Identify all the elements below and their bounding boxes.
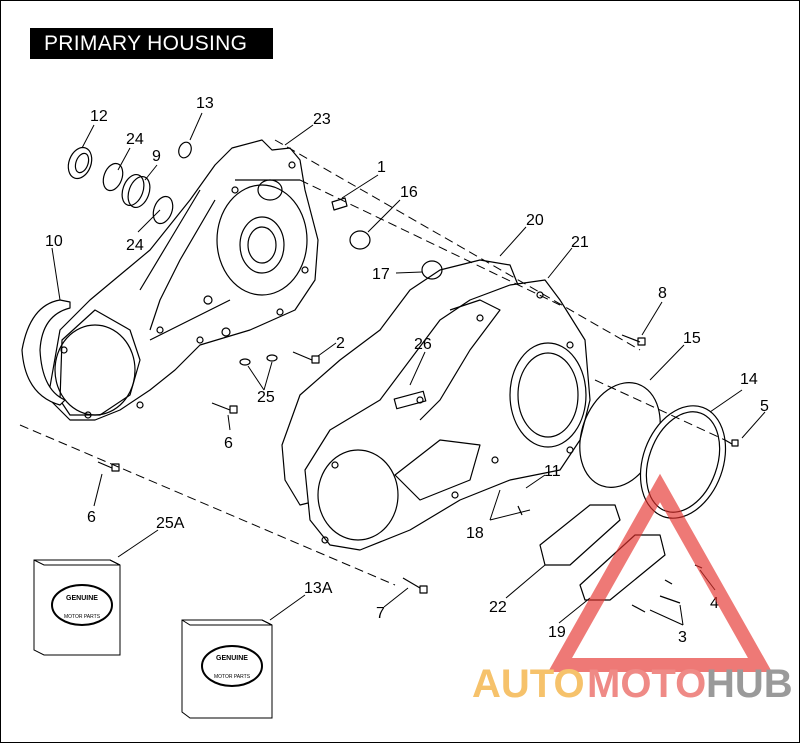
callout-19: 19 — [548, 624, 566, 641]
watermark-moto: MOTO — [587, 662, 706, 706]
callout-16: 16 — [400, 184, 418, 201]
callout-4: 4 — [710, 595, 719, 612]
callout-21: 21 — [571, 234, 589, 251]
svg-text:MOTOR PARTS: MOTOR PARTS — [214, 674, 251, 680]
bearing-parts — [67, 141, 192, 225]
callout-2: 2 — [336, 335, 345, 352]
watermark: AUTO MOTO HUB — [472, 473, 793, 706]
callout-8: 8 — [658, 285, 667, 302]
callout-20: 20 — [526, 212, 544, 229]
outer-primary-cover — [304, 279, 591, 551]
svg-text:MOTOR PARTS: MOTOR PARTS — [64, 614, 101, 620]
callout-24: 24 — [126, 131, 144, 148]
callout-11: 11 — [544, 463, 561, 480]
callout-5: 5 — [760, 398, 769, 415]
callout-24: 24 — [126, 237, 144, 254]
callout-25: 25 — [257, 389, 275, 406]
callout-17: 17 — [372, 266, 390, 283]
callout-13a: 13A — [304, 580, 333, 597]
callout-labels: 12 13 23 24 9 24 10 1 16 20 21 17 8 2 25… — [45, 95, 769, 646]
callout-12: 12 — [90, 108, 108, 125]
callout-13: 13 — [196, 95, 214, 112]
dowel-1 — [331, 197, 348, 211]
callout-26: 26 — [414, 336, 432, 353]
callout-15: 15 — [683, 330, 701, 347]
inner-primary-housing — [47, 139, 319, 421]
callout-18: 18 — [466, 525, 484, 542]
callout-14: 14 — [740, 371, 758, 388]
kit-box-25a: GENUINE MOTOR PARTS — [33, 559, 121, 656]
callout-22: 22 — [489, 599, 507, 616]
callout-1: 1 — [377, 159, 386, 176]
watermark-triangle — [548, 473, 772, 672]
callout-10: 10 — [45, 233, 63, 250]
watermark-hub: HUB — [706, 662, 793, 706]
svg-text:GENUINE: GENUINE — [66, 595, 98, 602]
callout-23: 23 — [313, 111, 331, 128]
kit-box-13a: GENUINE MOTOR PARTS — [181, 619, 273, 719]
bushing-16 — [349, 230, 371, 250]
diagram-title: PRIMARY HOUSING — [30, 28, 273, 59]
callout-3: 3 — [678, 629, 687, 646]
callout-7: 7 — [376, 605, 385, 622]
gasket-10 — [21, 299, 71, 406]
callout-9: 9 — [152, 148, 161, 165]
callout-6: 6 — [224, 435, 233, 452]
watermark-auto: AUTO — [472, 662, 585, 706]
callout-25a: 25A — [156, 515, 185, 532]
svg-text:GENUINE: GENUINE — [216, 655, 248, 662]
bolts — [97, 334, 739, 613]
gasket-22 — [539, 504, 621, 566]
callout-6: 6 — [87, 509, 96, 526]
